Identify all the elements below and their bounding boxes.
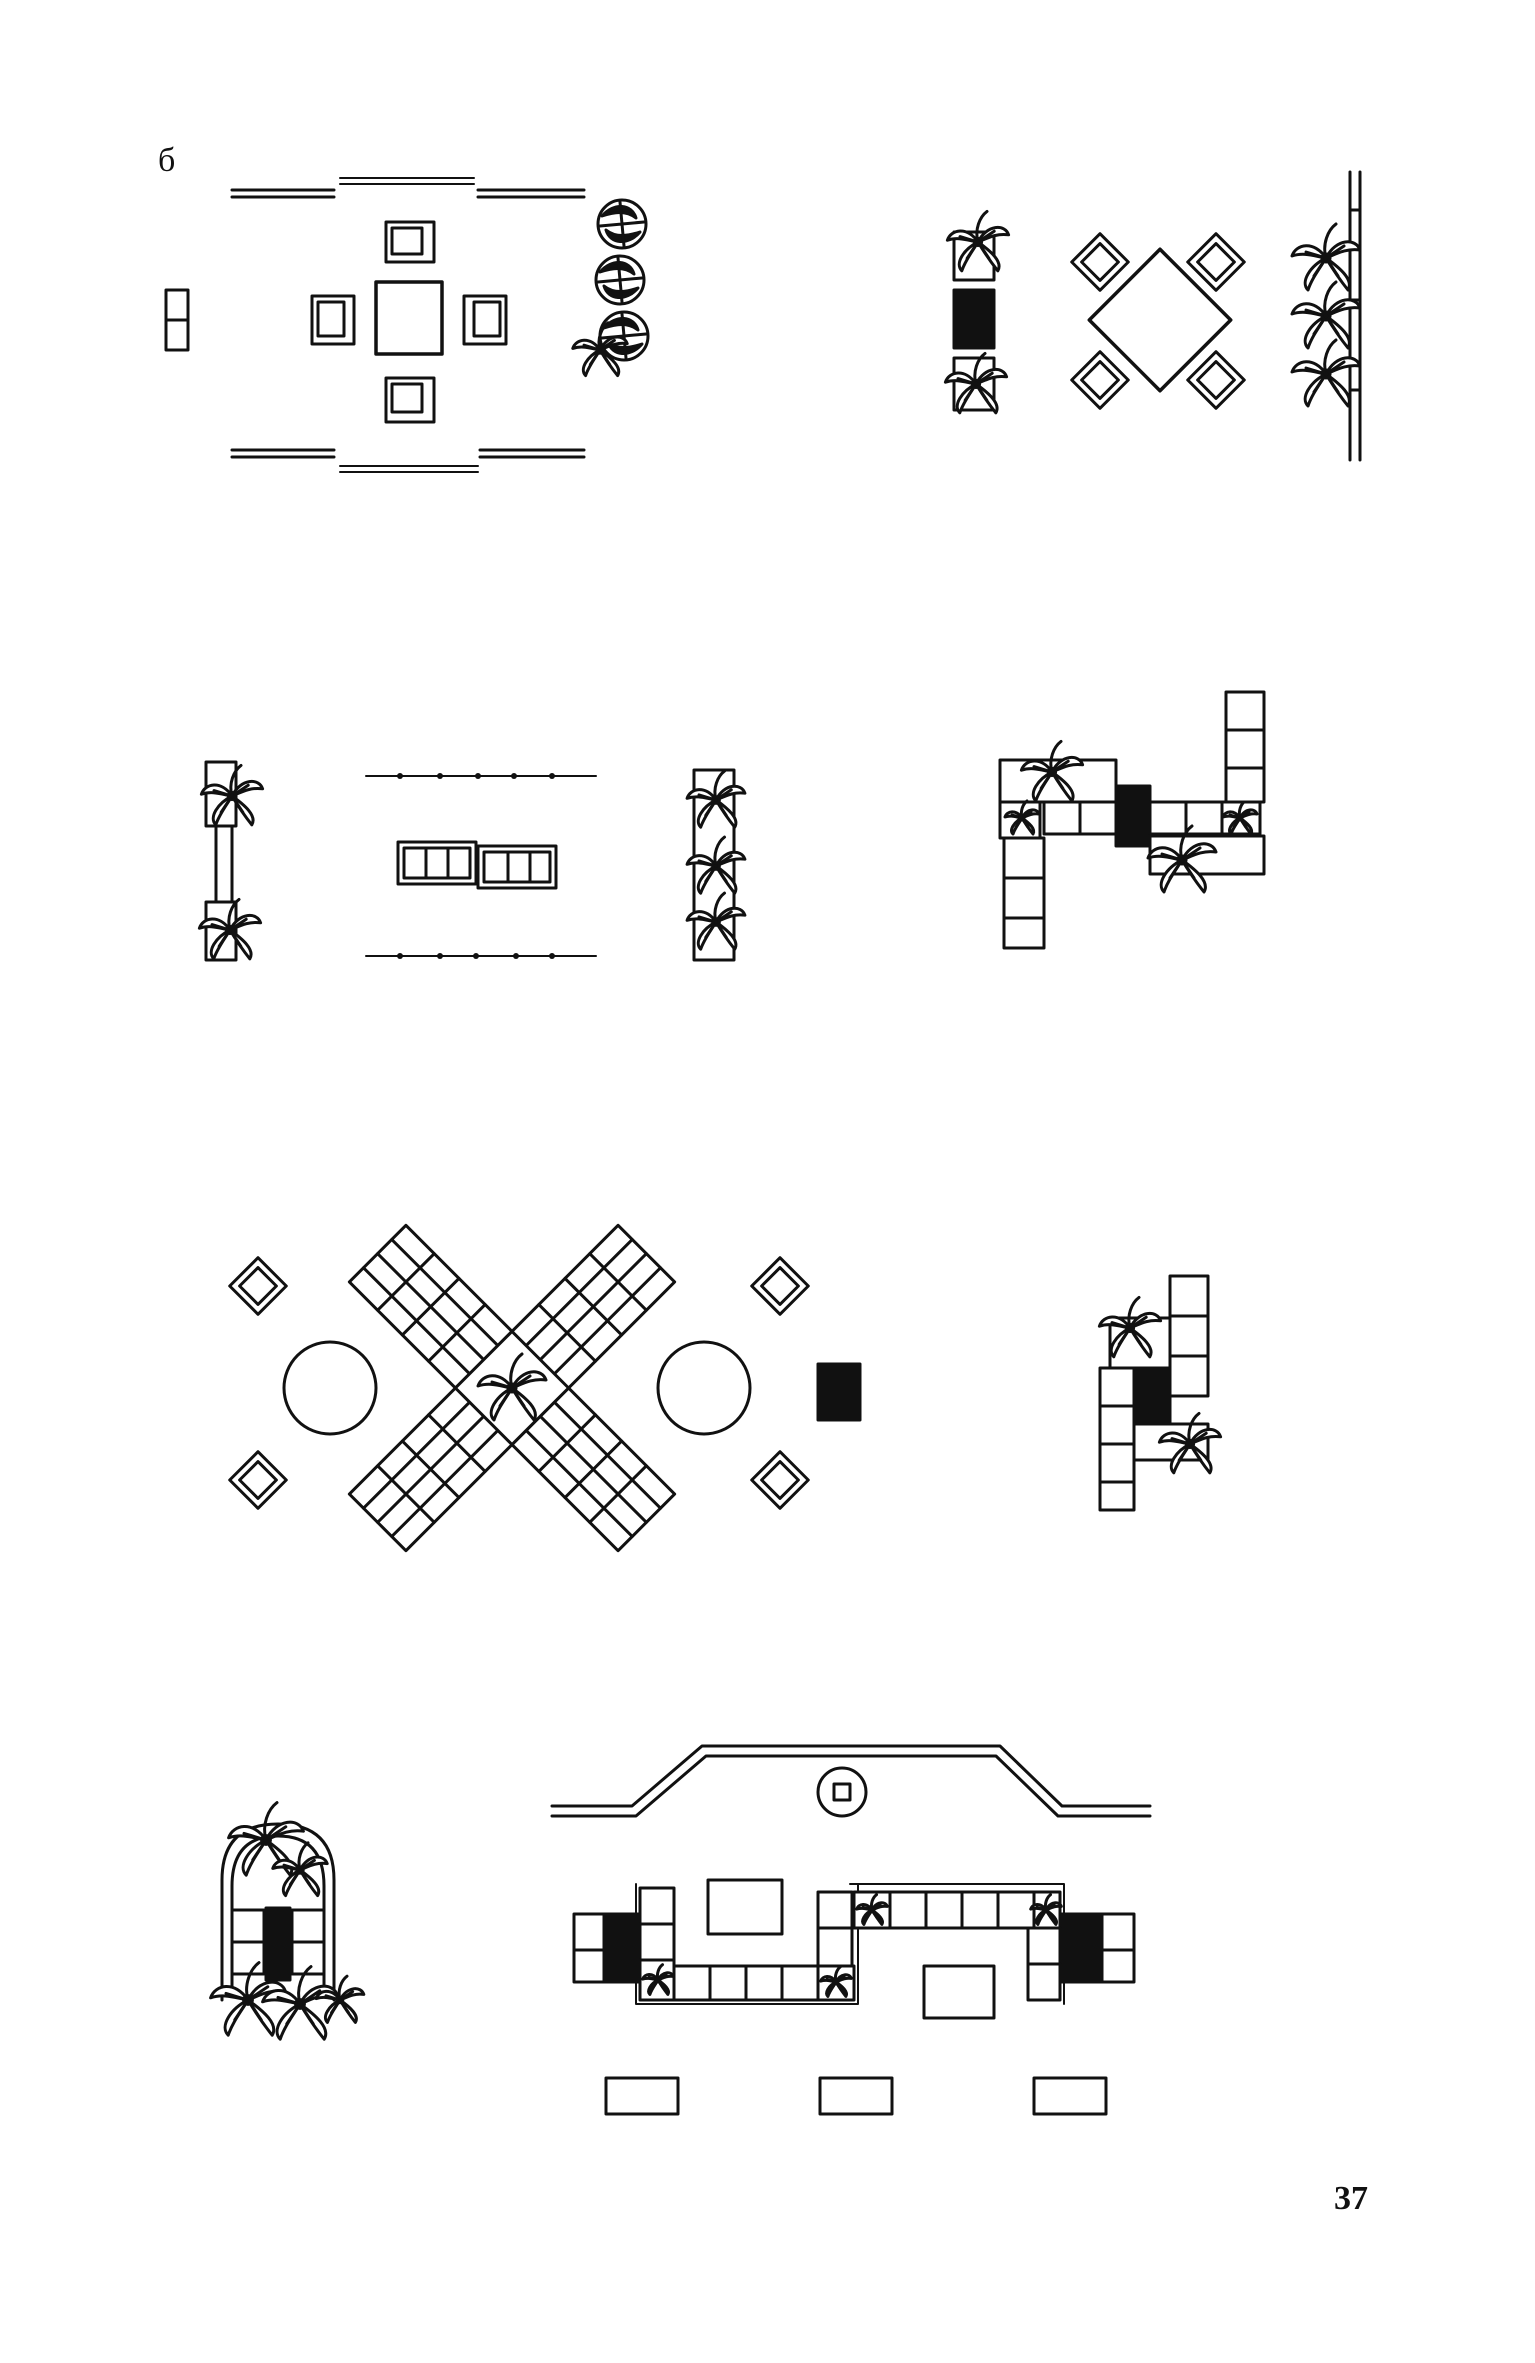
plan-square-table	[166, 178, 650, 472]
plan-bench-with-planters	[198, 762, 747, 960]
plan-arched-niche	[208, 1800, 365, 2041]
page-number: 37	[1334, 2180, 1368, 2217]
plan-diagonal-table	[944, 172, 1362, 460]
figure-label: б	[158, 142, 176, 179]
plan-entrance-layout	[552, 1746, 1150, 2114]
plan-l-shaped-bench	[1000, 692, 1264, 948]
plan-small-l-bench	[1098, 1276, 1222, 1510]
plan-x-benches	[228, 1119, 860, 1656]
